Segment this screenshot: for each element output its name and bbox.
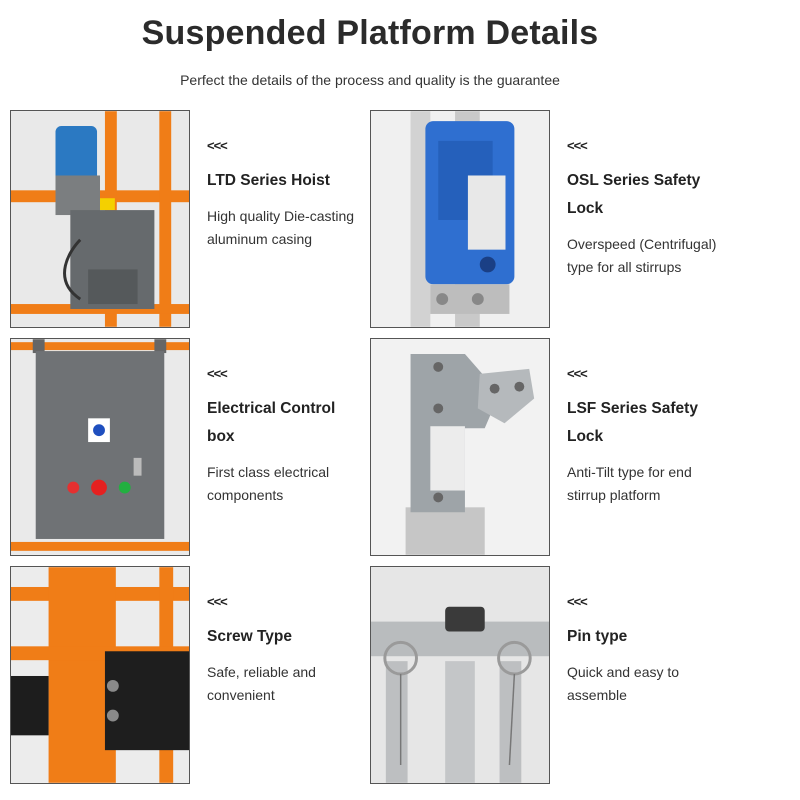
page-title: Suspended Platform Details bbox=[141, 14, 599, 52]
card-heading: Pin type bbox=[567, 628, 628, 645]
card-description: Quick and easy to assemble bbox=[567, 664, 680, 703]
anti-tilt-lock-photo bbox=[370, 338, 550, 556]
arrows-marker: <<< bbox=[207, 138, 228, 153]
blue-safety-lock-photo bbox=[370, 110, 550, 328]
hoist-motor-photo bbox=[10, 110, 190, 328]
detail-card-lsf-lock: <<< LSF Series Safety Lock Anti-Tilt typ… bbox=[370, 338, 730, 556]
page-subtitle: Perfect the details of the process and q… bbox=[180, 72, 560, 88]
card-description: Anti-Tilt type for end stirrup platform bbox=[567, 464, 692, 503]
detail-card-screw-type: <<< Screw Type Safe, reliable and conven… bbox=[10, 566, 370, 784]
card-description: Safe, reliable and convenient bbox=[207, 664, 316, 703]
screw-joint-photo bbox=[10, 566, 190, 784]
arrows-marker: <<< bbox=[207, 594, 228, 609]
control-box-photo bbox=[10, 338, 190, 556]
detail-card-pin-type: <<< Pin type Quick and easy to assemble bbox=[370, 566, 730, 784]
card-heading: LSF Series Safety Lock bbox=[567, 400, 698, 445]
detail-card-control-box: <<< Electrical Control box First class e… bbox=[10, 338, 370, 556]
card-heading: Electrical Control box bbox=[207, 400, 336, 445]
arrows-marker: <<< bbox=[207, 366, 228, 381]
card-description: High quality Die-casting aluminum casing bbox=[207, 208, 355, 247]
arrows-marker: <<< bbox=[567, 366, 588, 381]
card-description: Overspeed (Centrifugal) type for all sti… bbox=[567, 236, 717, 275]
detail-card-hoist: <<< LTD Series Hoist High quality Die-ca… bbox=[10, 110, 370, 328]
card-heading: OSL Series Safety Lock bbox=[567, 172, 701, 217]
card-heading: LTD Series Hoist bbox=[207, 172, 330, 189]
detail-card-osl-lock: <<< OSL Series Safety Lock Overspeed (Ce… bbox=[370, 110, 730, 328]
arrows-marker: <<< bbox=[567, 138, 588, 153]
pin-joint-photo bbox=[370, 566, 550, 784]
arrows-marker: <<< bbox=[567, 594, 588, 609]
card-description: First class electrical components bbox=[207, 464, 330, 503]
card-heading: Screw Type bbox=[207, 628, 293, 645]
